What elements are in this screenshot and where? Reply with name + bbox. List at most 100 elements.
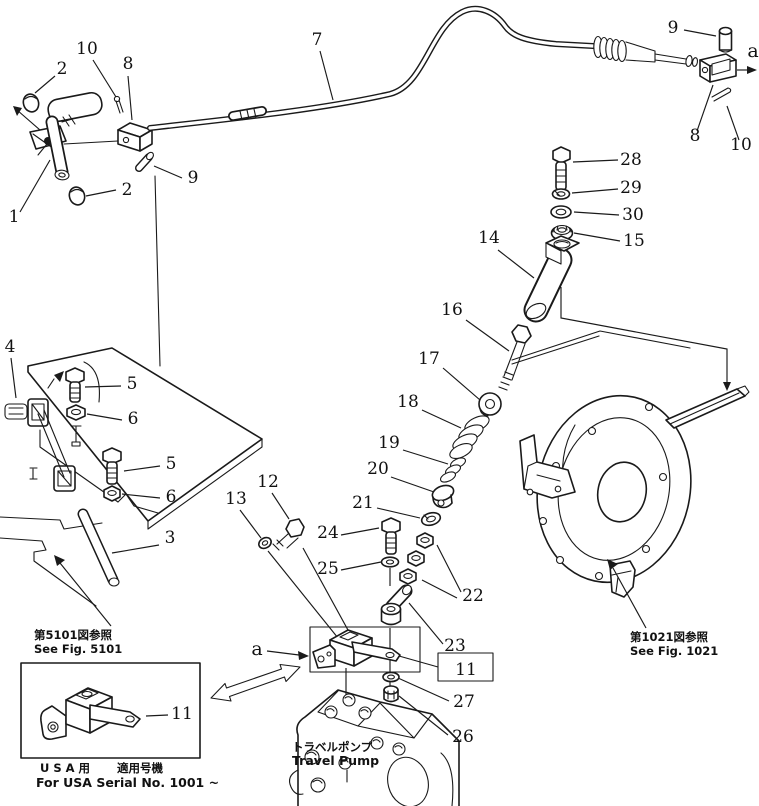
- spring-washer-part29: [551, 188, 571, 200]
- bolt12-washer13: [258, 518, 355, 642]
- control-cable-part7: [147, 5, 757, 131]
- callout-17: 17: [418, 349, 440, 369]
- pump-label-jp: トラベルポンプ: [292, 740, 373, 754]
- inset-usa-jp-left: U S A 用: [40, 761, 90, 775]
- cable-coil-adjuster: [593, 35, 699, 67]
- callout-16: 16: [441, 300, 463, 320]
- callout-12: 12: [257, 472, 279, 492]
- callout-13: 13: [225, 489, 247, 509]
- callout-28: 28: [620, 150, 642, 170]
- cylinder-part14: [523, 235, 580, 323]
- fig5101-en: See Fig. 5101: [34, 642, 122, 656]
- cable-ferrule: [228, 106, 267, 121]
- callout-8b: 8: [690, 126, 701, 146]
- callout-9b: 9: [668, 18, 679, 38]
- nut-group-part22: [399, 532, 434, 585]
- callout-20: 20: [367, 459, 389, 479]
- fig1021-en: See Fig. 1021: [630, 644, 718, 658]
- inset-usa-jp-right: 適用号機: [117, 761, 163, 775]
- callout-2a: 2: [57, 59, 68, 79]
- bolt-part16: [498, 324, 532, 391]
- callout-6a: 6: [128, 409, 139, 429]
- nut-part6-lower: [103, 485, 121, 502]
- callout-10a: 10: [76, 39, 98, 59]
- cable-end-clevis-part8: [699, 53, 737, 83]
- callout-5a: 5: [127, 374, 138, 394]
- callout-7: 7: [312, 30, 323, 50]
- callout-1: 1: [9, 207, 20, 227]
- floor-plate-assembly: [0, 347, 263, 607]
- nut-part26: [383, 685, 399, 703]
- callout-15: 15: [623, 231, 645, 251]
- callout-8a: 8: [123, 54, 134, 74]
- fastener-stack: [523, 146, 731, 391]
- bolt-part28: [552, 146, 571, 191]
- hanger-pin-lower: [29, 467, 38, 480]
- fig-1021-note: 第1021図参照 See Fig. 1021: [607, 559, 718, 658]
- callout-3: 3: [165, 528, 176, 548]
- callout-11-inset: 11: [171, 704, 193, 724]
- spring-rod-group: [420, 324, 532, 527]
- clamp-lower: [53, 465, 76, 492]
- cotter-pin-part10-right: [711, 87, 732, 102]
- inset-usa-en: For USA Serial No. 1001 ~: [36, 775, 219, 790]
- flange-bottom-clip: [609, 560, 636, 598]
- pin-part9-left: [135, 151, 154, 172]
- control-lever-assembly: [13, 91, 161, 367]
- pin-part9-right: [718, 26, 733, 53]
- knob-part2-upper: [22, 93, 40, 113]
- callout-18: 18: [397, 392, 419, 412]
- inset-bracket-part11: [40, 687, 141, 740]
- usa-inset: U S A 用 適用号機 For USA Serial No. 1001 ~: [20, 662, 219, 790]
- rod-part3: [77, 508, 120, 587]
- flange-left-bracket: [519, 434, 576, 499]
- bolt-part5-upper: [65, 367, 85, 403]
- hanger-pin-upper: [70, 425, 82, 447]
- marker-a-top: a: [747, 40, 758, 62]
- washer-part27: [382, 671, 400, 683]
- fig-5101-note: 第5101図参照 See Fig. 5101: [34, 555, 122, 656]
- bracket-detail-a: [210, 626, 421, 703]
- callout-30: 30: [622, 205, 644, 225]
- flange-plate: [511, 330, 750, 598]
- bracket-part11: [312, 629, 401, 669]
- part-callouts: 1 2 10 8 9 2 7 9 a 8 10 28 29 30 15 14 1…: [5, 18, 759, 747]
- pump-label-en: Travel Pump: [292, 753, 379, 768]
- spring-seat-cup-part20: [431, 484, 455, 509]
- spring-part18: [449, 415, 490, 459]
- callout-6b: 6: [166, 487, 177, 507]
- spring-seat-part17: [478, 392, 502, 417]
- fig1021-jp: 第1021図参照: [630, 630, 709, 644]
- flange-rail-bracket: [665, 385, 750, 429]
- callout-25: 25: [317, 559, 339, 579]
- split-pin-part10: [113, 95, 124, 114]
- callout-4: 4: [5, 337, 16, 357]
- detail-a-arrow-bottom: [266, 650, 309, 660]
- fig5101-jp: 第5101図参照: [34, 628, 113, 642]
- marker-a-bottom: a: [251, 638, 262, 660]
- double-arrow: [210, 663, 301, 702]
- callout-24: 24: [317, 523, 339, 543]
- callout-14: 14: [478, 228, 500, 248]
- detail-a-arrow-top: [737, 66, 757, 74]
- callout-23: 23: [444, 636, 466, 656]
- clamp-upper: [27, 398, 49, 427]
- callout-10b: 10: [730, 135, 752, 155]
- washer-part30: [550, 205, 572, 219]
- callout-27: 27: [453, 692, 475, 712]
- nut-part6-upper: [66, 404, 86, 421]
- callout-29: 29: [620, 178, 642, 198]
- callout-26: 26: [452, 727, 474, 747]
- link-arm-group: [380, 517, 434, 688]
- snap-ring-part21: [420, 511, 442, 527]
- washer-part25: [380, 556, 400, 568]
- callout-19: 19: [378, 433, 400, 453]
- callout-5b: 5: [166, 454, 177, 474]
- bolt-part24: [381, 517, 401, 555]
- knob-part2-lower: [68, 186, 86, 206]
- callout-22: 22: [462, 586, 484, 606]
- callout-2b: 2: [122, 180, 133, 200]
- travel-pump-body: トラベルポンプ Travel Pump: [289, 689, 460, 806]
- callout-21: 21: [352, 493, 374, 513]
